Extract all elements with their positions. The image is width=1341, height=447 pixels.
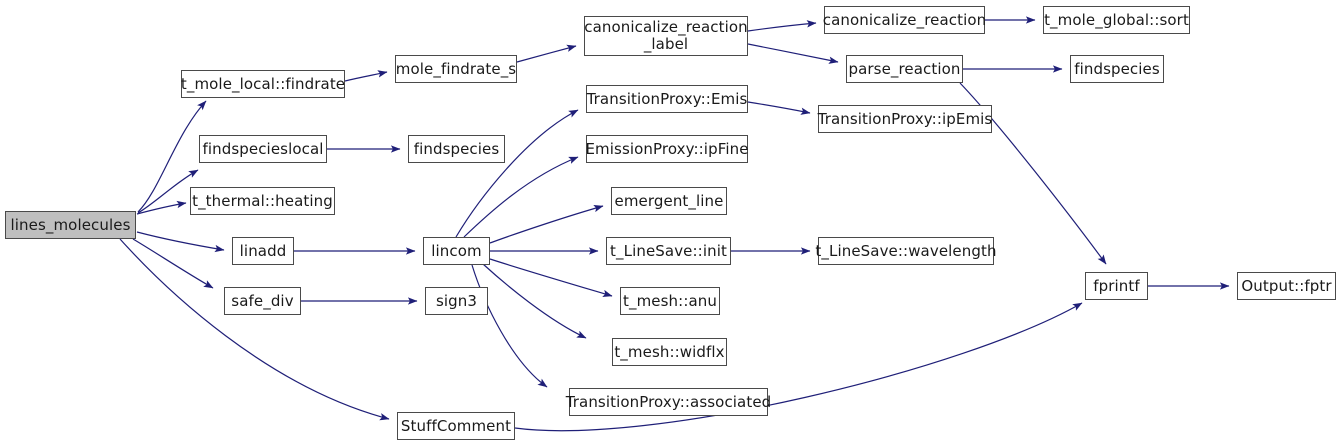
edge-lincom-to-t_mesh_widflx bbox=[482, 263, 587, 339]
edge-mole_findrate_s-to-canonicalize_reaction_label bbox=[516, 44, 577, 63]
edge-canonicalize_reaction_label-to-parse_reaction bbox=[747, 43, 839, 64]
edge-t_mole_local_findrate-to-mole_findrate_s bbox=[344, 70, 388, 82]
node-t_mole_global_sort[interactable]: t_mole_global::sort bbox=[1043, 6, 1190, 34]
node-stuffcomment[interactable]: StuffComment bbox=[397, 412, 515, 440]
node-transitionproxy_ipemis[interactable]: TransitionProxy::ipEmis bbox=[818, 105, 992, 133]
node-findspecieslocal[interactable]: findspecieslocal bbox=[199, 135, 327, 163]
node-findspecies_right[interactable]: findspecies bbox=[1070, 55, 1164, 83]
edge-transitionproxy_emis-to-transitionproxy_ipemis bbox=[747, 101, 811, 115]
node-t_mesh_anu[interactable]: t_mesh::anu bbox=[620, 287, 720, 315]
edge-lines_molecules-to-linadd bbox=[136, 231, 225, 253]
edge-lincom-to-t_mesh_anu bbox=[489, 258, 613, 297]
edge-lincom-to-transitionproxy_emis bbox=[455, 109, 579, 238]
edge-lincom-to-emissionproxy_ipfine bbox=[463, 156, 579, 238]
edge-lines_molecules-to-stuffcomment bbox=[119, 238, 390, 421]
node-output_fptr[interactable]: Output::fptr bbox=[1237, 272, 1336, 300]
node-t_thermal_heating[interactable]: t_thermal::heating bbox=[190, 187, 335, 215]
node-safe_div[interactable]: safe_div bbox=[224, 287, 301, 315]
node-canonicalize_reaction[interactable]: canonicalize_reaction bbox=[823, 6, 986, 34]
edge-canonicalize_reaction_label-to-canonicalize_reaction bbox=[747, 20, 817, 32]
node-transitionproxy_associated[interactable]: TransitionProxy::associated bbox=[566, 388, 771, 416]
node-lines_molecules[interactable]: lines_molecules bbox=[5, 211, 136, 239]
node-emergent_line[interactable]: emergent_line bbox=[611, 187, 727, 215]
node-mole_findrate_s[interactable]: mole_findrate_s bbox=[395, 55, 517, 83]
edge-lincom-to-emergent_line bbox=[489, 204, 604, 244]
edge-lincom-to-transitionproxy_associated bbox=[471, 264, 548, 388]
node-fprintf[interactable]: fprintf bbox=[1085, 272, 1148, 300]
node-t_linesave_wavelength[interactable]: t_LineSave::wavelength bbox=[815, 237, 996, 265]
edge-lines_molecules-to-findspecieslocal bbox=[137, 169, 199, 214]
node-sign3[interactable]: sign3 bbox=[425, 287, 488, 315]
edge-lines_molecules-to-t_thermal_heating bbox=[136, 200, 187, 215]
edge-lines_molecules-to-safe_div bbox=[132, 238, 214, 289]
node-lincom[interactable]: lincom bbox=[423, 237, 490, 265]
node-transitionproxy_emis[interactable]: TransitionProxy::Emis bbox=[586, 85, 748, 113]
node-t_linesave_init[interactable]: t_LineSave::init bbox=[606, 237, 731, 265]
node-emissionproxy_ipfine[interactable]: EmissionProxy::ipFine bbox=[585, 135, 748, 163]
node-parse_reaction[interactable]: parse_reaction bbox=[846, 55, 963, 83]
node-t_mole_local_findrate[interactable]: t_mole_local::findrate bbox=[181, 70, 345, 98]
node-canonicalize_reaction_label[interactable]: canonicalize_reaction _label bbox=[584, 16, 748, 56]
node-findspecies_left[interactable]: findspecies bbox=[408, 135, 505, 163]
node-linadd[interactable]: linadd bbox=[232, 237, 294, 265]
node-t_mesh_widflx[interactable]: t_mesh::widflx bbox=[612, 338, 727, 366]
